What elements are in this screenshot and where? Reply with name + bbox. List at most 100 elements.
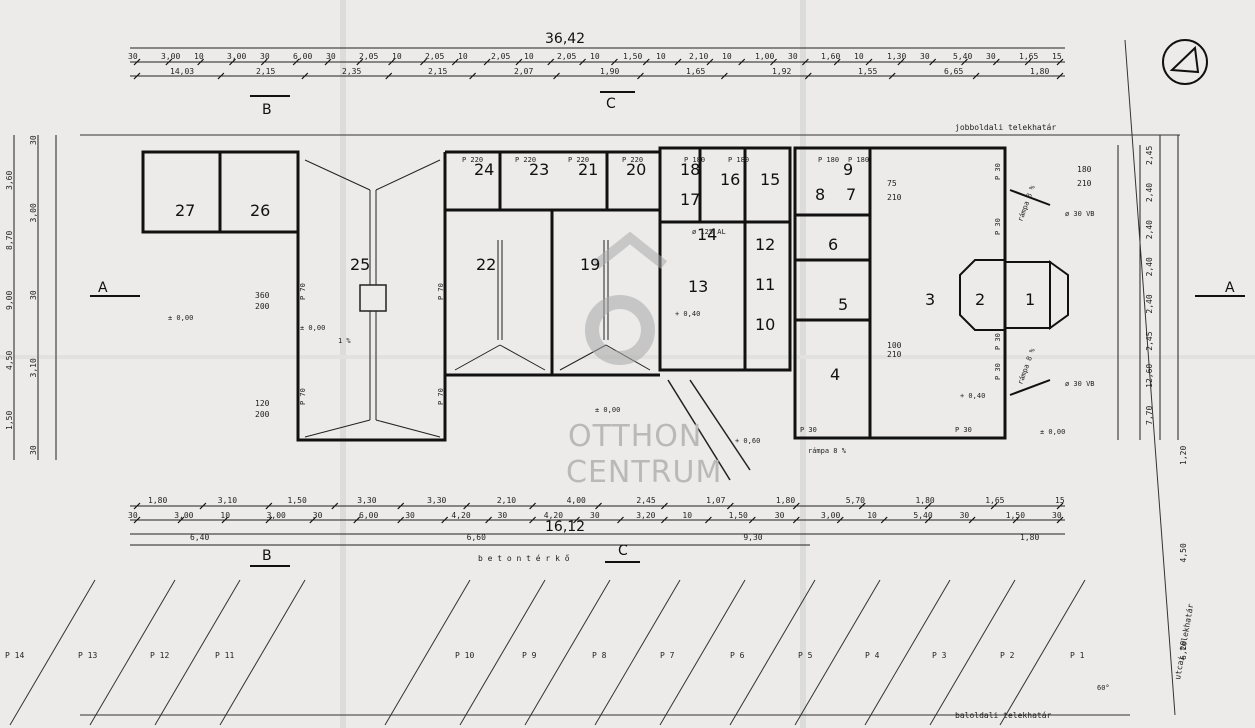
bottom-dimension-value: 3,30 — [427, 496, 446, 505]
room-number: 11 — [755, 275, 775, 294]
dimension-tick — [529, 516, 536, 524]
parking-divider — [459, 579, 546, 726]
room-number: 10 — [755, 315, 775, 334]
opening-label: P 180 — [684, 156, 705, 164]
left-dimension-value: 3,00 — [29, 203, 38, 222]
left-dimension-value: 8,70 — [5, 231, 14, 250]
opening-label: P 30 — [994, 363, 1002, 380]
top-dimension-value: 5,40 — [953, 52, 972, 61]
paper-fold — [340, 0, 346, 728]
dimension-tick — [451, 58, 459, 66]
dimension-tick — [441, 516, 449, 524]
dimension-tick — [1056, 502, 1064, 510]
door-size: 200 — [255, 410, 270, 419]
parking-divider — [929, 579, 1016, 726]
dimension-tick — [992, 58, 1000, 66]
parking-divider — [794, 579, 881, 726]
dimension-tick — [133, 502, 141, 510]
bottom-dimension-lines — [130, 505, 1065, 546]
opening-label: P 30 — [800, 426, 817, 434]
bottom-dimension-value: 1,80 — [1020, 533, 1039, 542]
right-dimension-value: 6,20 — [1179, 641, 1188, 660]
dimension-tick — [674, 58, 682, 66]
room-number: 5 — [838, 295, 848, 314]
dimension-tick — [579, 58, 587, 66]
right-dimension-value: 7,70 — [1145, 406, 1154, 425]
top-dimension-value: 2,05 — [491, 52, 510, 61]
left-dimension-value: 30 — [29, 445, 38, 455]
dimension-tick — [661, 502, 668, 510]
dimension-tick — [610, 58, 618, 66]
bottom-dimension-value: 3,20 — [636, 511, 655, 520]
room-number: 6 — [828, 235, 838, 254]
top-dimension-ticks — [133, 58, 1064, 80]
dimension-tick — [385, 72, 393, 80]
room-number: 23 — [529, 160, 549, 179]
left-dimension-value: 30 — [29, 135, 38, 145]
room-number: 27 — [175, 201, 195, 220]
top-dimension-value: 1,65 — [1019, 52, 1038, 61]
dimension-tick — [301, 72, 309, 80]
top-dimension-value: 1,92 — [772, 67, 791, 76]
dimension-tick — [133, 516, 141, 524]
parking-space-label: P 14 — [5, 651, 24, 660]
top-dimension-value: 10 — [590, 52, 600, 61]
parking-space-label: P 13 — [78, 651, 97, 660]
dimension-tick — [420, 58, 427, 66]
dimension-tick — [661, 516, 668, 524]
parking-space-label: P 9 — [522, 651, 537, 660]
level-mark: ± 0,00 — [1040, 428, 1065, 436]
left-dimension-value: 9,00 — [5, 291, 14, 310]
dimension-tick — [1056, 516, 1064, 524]
opening-label: P 220 — [568, 156, 589, 164]
dimension-tick — [961, 58, 968, 66]
dimension-tick — [397, 516, 405, 524]
left-dimension-lines — [13, 135, 57, 460]
dimension-tick — [888, 72, 896, 80]
level-mark: ± 0,00 — [595, 406, 620, 414]
top-dimension-value: 6,00 — [293, 52, 312, 61]
dimension-tick — [353, 516, 361, 524]
dimension-tick — [770, 58, 777, 66]
bottom-dimension-value: 3,00 — [174, 511, 193, 520]
dimension-tick — [972, 72, 980, 80]
bottom-dimension-value: 5,70 — [846, 496, 865, 505]
dimension-tick — [924, 516, 932, 524]
dimension-tick — [292, 58, 300, 66]
bottom-dimension-value: 10 — [220, 511, 230, 520]
top-dimension-value: 2,05 — [425, 52, 444, 61]
bottom-dimension-value: 1,50 — [288, 496, 307, 505]
door-size: 180 — [1077, 165, 1092, 174]
dimension-tick — [792, 502, 800, 510]
dimension-tick — [836, 516, 844, 524]
dimension-tick — [748, 516, 756, 524]
slope-note: 1 % — [338, 337, 351, 345]
dimension-tick — [858, 502, 866, 510]
right-dimension-value: 2,40 — [1145, 220, 1154, 239]
dimension-tick — [833, 58, 841, 66]
door-size: 360 — [255, 291, 270, 300]
dimension-tick — [1056, 58, 1064, 66]
top-dimension-value: 2,05 — [359, 52, 378, 61]
bottom-dimension-value: 9,30 — [743, 533, 762, 542]
opening-label: P 180 — [728, 156, 749, 164]
dimension-tick — [738, 58, 746, 66]
dimension-tick — [265, 516, 273, 524]
top-dimension-value: 2,35 — [342, 67, 361, 76]
top-dimension-value: 30 — [260, 52, 270, 61]
top-dimension-value: 10 — [656, 52, 666, 61]
bottom-dimension-value: 6,40 — [190, 533, 209, 542]
dimension-tick — [990, 502, 998, 510]
opening-label: P 220 — [462, 156, 483, 164]
bottom-dimension-value: 1,80 — [915, 496, 934, 505]
door-size: 210 — [887, 350, 902, 359]
right-dimension-value: 2,45 — [1145, 331, 1154, 350]
opening-label: P 30 — [994, 163, 1002, 180]
bottom-dimension-value: 6,00 — [359, 511, 378, 520]
